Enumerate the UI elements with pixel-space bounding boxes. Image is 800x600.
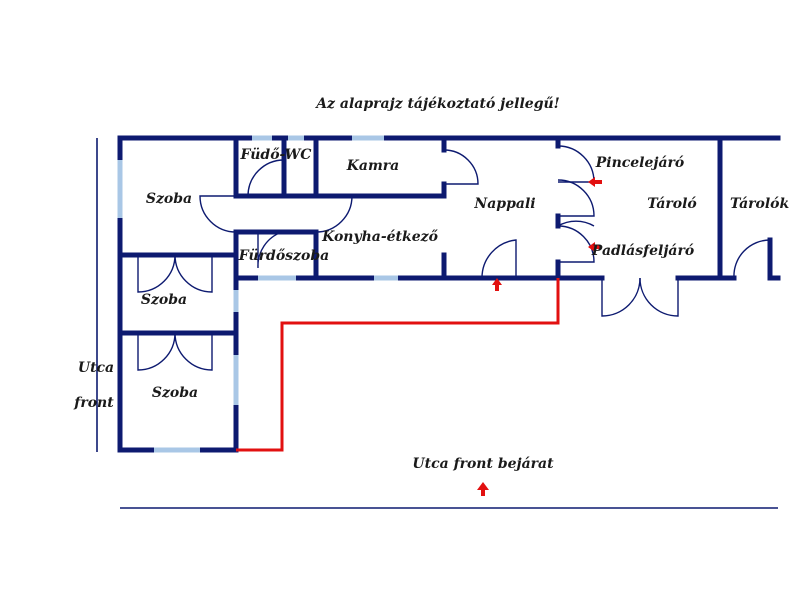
room-label-nappali: Nappali [473,196,535,212]
arrow-left-icon [588,177,602,187]
arrow-up-icon [477,482,489,496]
side-label-line1: Utca [78,360,114,376]
room-label-tarolok: Tárolók [730,196,790,212]
arrow-up-icon [492,278,502,291]
room-label-pincelejaro: Pincelejáró [595,155,685,171]
arrow-left-icon [588,242,600,252]
plan-notice: Az alaprajz tájékoztató jellegű! [314,96,560,112]
room-label-konyha: Konyha-étkező [321,229,439,245]
room-label-kamra: Kamra [346,158,400,174]
entrance-label: Utca front bejárat [412,456,554,472]
room-label-szoba-top: Szoba [146,191,192,207]
windows [117,135,398,453]
side-label-line2: front [73,395,114,411]
room-label-tarolo: Tároló [647,196,697,212]
walls [117,135,781,453]
room-label-szoba-bottom: Szoba [152,385,198,401]
room-label-szoba-mid: Szoba [141,292,187,308]
entrance-route [236,278,560,452]
room-label-furdoszoba: Fürdőszoba [238,248,329,264]
room-label-padlasfeljaro: Padlásfeljáró [591,243,694,259]
room-label-fudo-wc: Füdő-WC [240,147,312,163]
